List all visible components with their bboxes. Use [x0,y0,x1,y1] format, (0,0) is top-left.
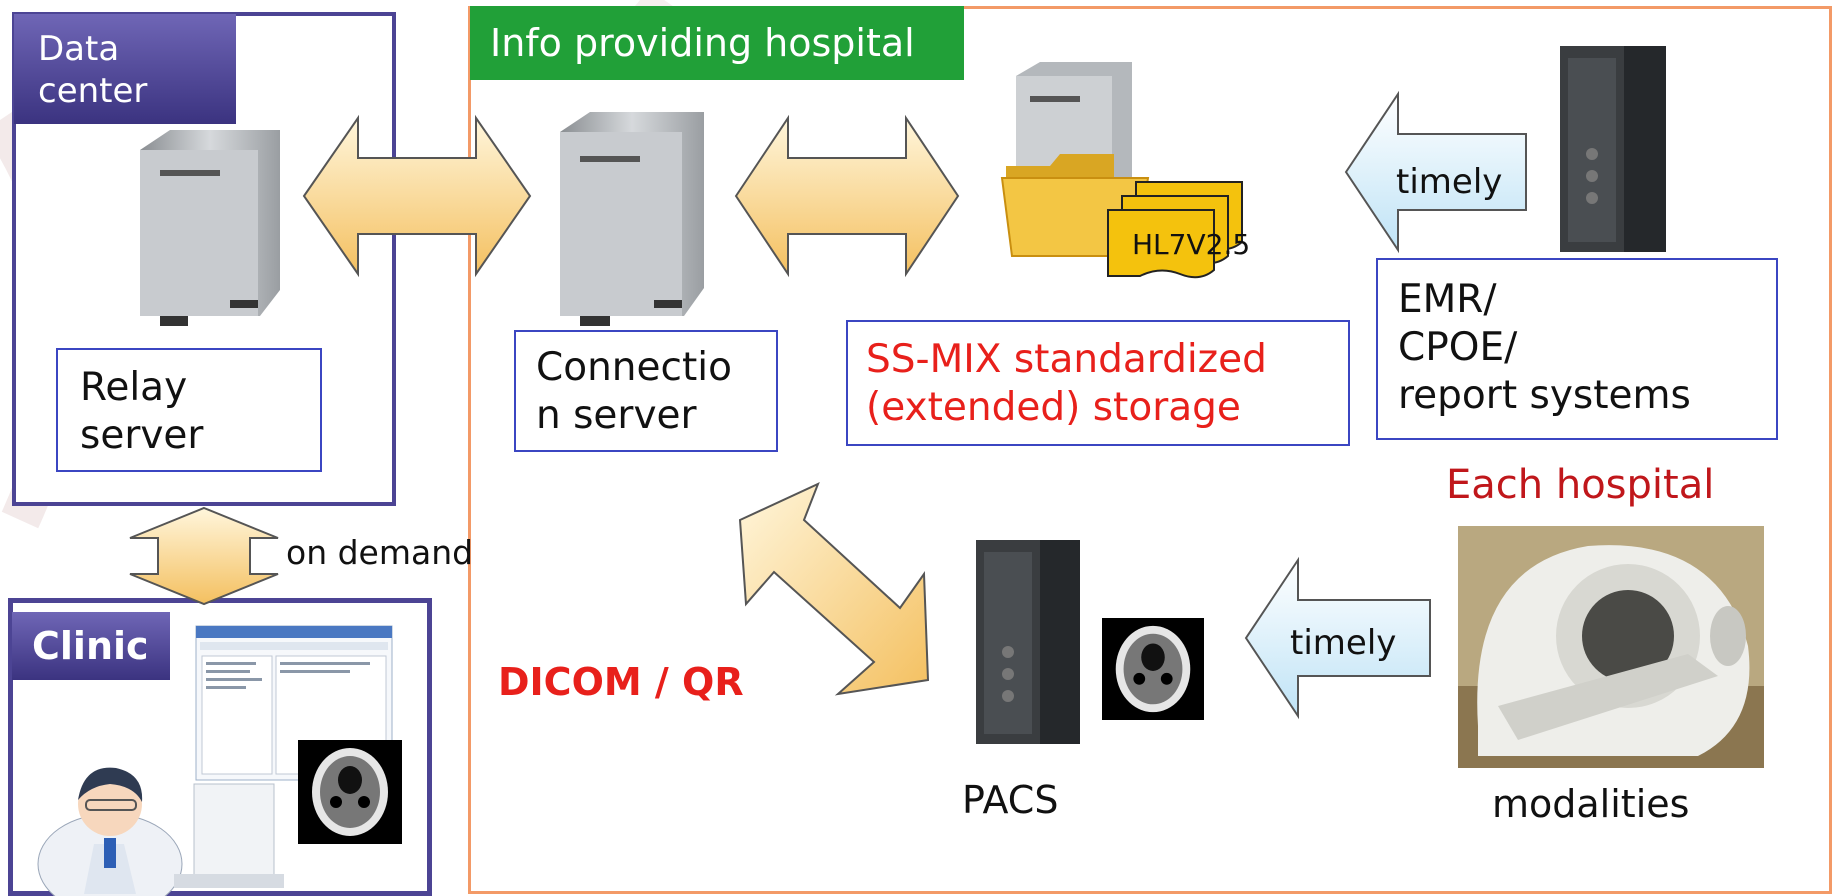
clinic-title: Clinic [12,612,170,680]
dicom-qr-arrow [738,482,930,696]
hl7-document-label: HL7V2.5 [1132,228,1251,261]
info-providing-hospital-title: Info providing hospital [470,6,964,80]
relay-server-line2: server [80,413,204,458]
ct-scan-icon [1102,618,1204,720]
on-demand-label: on demand [286,533,474,572]
rack-server-icon [976,540,1080,744]
connection-server-label: Connectio n server [514,330,778,452]
server-tower-icon [140,130,280,326]
ss-mix-storage-label: SS-MIX standardized (extended) storage [846,320,1350,446]
emr-systems-label: EMR/ CPOE/ report systems [1376,258,1778,440]
timely-label-bottom: timely [1290,623,1397,663]
ss-mix-storage-line1: SS-MIX standardized [866,337,1267,382]
timely-label-top: timely [1396,162,1503,202]
server-tower-icon [560,112,704,326]
ct-scan-icon [298,740,402,844]
doctor-icon [37,767,284,896]
bidirectional-arrow [734,114,960,278]
pacs-label: PACS [962,778,1059,822]
modalities-label: modalities [1492,782,1690,826]
connection-server-line2: n server [536,393,697,438]
data-center-title: Data center [14,14,236,124]
document-stack-icon [1107,181,1243,279]
hospital-frame [468,6,1832,894]
on-demand-arrow [129,506,279,606]
emr-line2: CPOE/ [1398,325,1518,370]
emr-line3: report systems [1398,373,1691,418]
data-center-title-line1: Data [38,29,120,69]
timely-arrow [1344,90,1527,254]
relay-server-label: Relay server [56,348,322,472]
data-center-title-line2: center [38,71,148,111]
ct-scanner-icon [1458,526,1764,768]
each-hospital-label: Each hospital [1446,462,1715,508]
relay-server-line1: Relay [80,365,188,410]
rack-server-icon [1560,46,1666,252]
timely-arrow [1244,556,1431,720]
ss-mix-storage-line2: (extended) storage [866,385,1241,430]
bidirectional-arrow [302,114,532,278]
dicom-qr-label: DICOM / QR [498,660,744,704]
connection-server-line1: Connectio [536,345,732,390]
emr-line1: EMR/ [1398,277,1497,322]
